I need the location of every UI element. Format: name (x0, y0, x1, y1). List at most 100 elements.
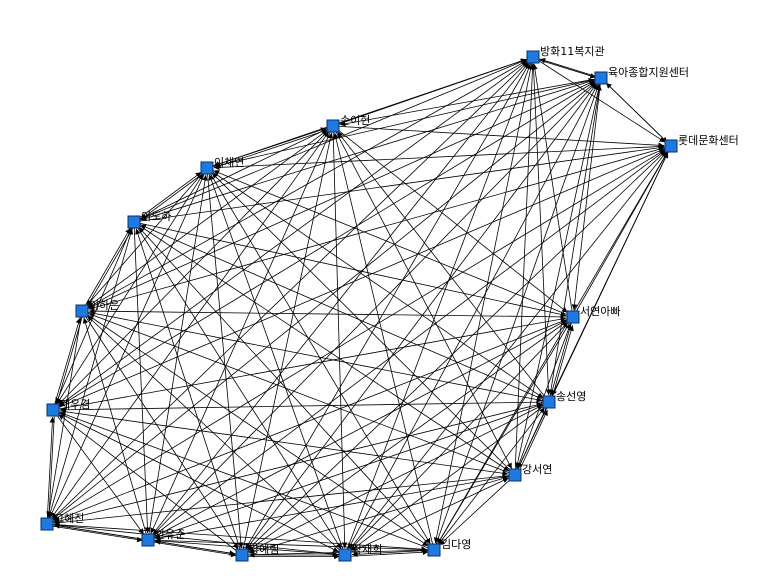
node-label: 방화11복지관 (540, 45, 605, 58)
node-n6[interactable]: 이하은 (75, 298, 119, 318)
edge-n15-n4 (213, 170, 574, 318)
edge-n9-n15 (147, 319, 567, 541)
node-n10[interactable]: 강예림 (235, 543, 279, 562)
edge-layer (46, 56, 672, 560)
node-n8[interactable]: 고혜진 (40, 512, 84, 531)
node-square[interactable] (508, 468, 522, 482)
node-square[interactable] (75, 304, 89, 318)
node-label: 육아종합지원센터 (608, 66, 689, 79)
edge-n13-n4 (211, 172, 516, 476)
node-label: 고혜진 (54, 512, 84, 525)
node-n4[interactable]: 이채연 (200, 156, 244, 175)
edge-n0-n8 (51, 56, 534, 520)
edge-n12-n14 (433, 407, 546, 551)
edge-n11-n6 (86, 315, 346, 556)
edge-n5-n4 (133, 171, 202, 223)
node-n1[interactable]: 육아종합지원센터 (594, 66, 689, 85)
node-label: 강예림 (249, 543, 279, 556)
node-label: 안유준 (155, 528, 185, 541)
edge-n4-n14 (206, 167, 544, 399)
edge-n14-n15 (550, 325, 574, 404)
edge-n6-n10 (81, 310, 239, 550)
edge-n12-n1 (433, 84, 600, 551)
node-n15[interactable]: 서연아빠 (566, 305, 620, 324)
edge-n3-n5 (140, 125, 334, 220)
edge-n1-n7 (58, 77, 602, 407)
edge-n3-n15 (332, 125, 568, 313)
edge-n15-n2 (572, 151, 668, 318)
edge-n8-n7 (46, 416, 56, 525)
edge-n2-n6 (88, 145, 672, 311)
edge-n5-n2 (133, 144, 665, 223)
edge-n6-n5 (81, 227, 131, 312)
node-square[interactable] (542, 395, 556, 409)
edge-n11-n12 (346, 549, 429, 557)
node-n9[interactable]: 안유준 (141, 528, 185, 547)
edge-n0-n12 (433, 56, 534, 544)
node-n12[interactable]: 김다영 (427, 538, 471, 557)
edge-n7-n15 (52, 316, 567, 411)
edge-n5-n7 (55, 221, 135, 404)
edge-n3-n4 (215, 127, 335, 169)
node-square[interactable] (338, 548, 352, 562)
edge-n3-n9 (150, 125, 334, 534)
node-n11[interactable]: 장재희 (338, 543, 382, 562)
node-square[interactable] (594, 71, 608, 85)
node-label: 손이현 (340, 114, 370, 127)
edge-n2-n10 (246, 145, 672, 551)
edge-n10-n9 (154, 539, 243, 556)
edge-n10-n14 (241, 404, 543, 556)
node-n7[interactable]: 제우겸 (46, 398, 90, 417)
edge-n14-n1 (548, 84, 602, 403)
edge-n14-n3 (336, 131, 550, 403)
node-square[interactable] (427, 543, 441, 557)
node-square[interactable] (664, 139, 678, 153)
node-square[interactable] (200, 161, 214, 175)
edge-n11-n8 (53, 522, 346, 556)
node-n0[interactable]: 방화11복지관 (526, 45, 605, 64)
node-square[interactable] (127, 215, 141, 229)
edge-n2-n8 (52, 145, 672, 521)
edge-n1-n11 (347, 77, 602, 550)
edge-n7-n2 (52, 148, 665, 411)
edge-n12-n7 (59, 411, 435, 551)
node-square[interactable] (46, 403, 60, 417)
edge-n0-n1 (534, 58, 596, 79)
edge-n10-n7 (58, 413, 243, 556)
edge-n11-n13 (344, 477, 509, 556)
edge-n8-n14 (46, 402, 543, 525)
edge-n5-n11 (133, 221, 342, 550)
node-label: 장재희 (352, 543, 382, 556)
node-square[interactable] (526, 50, 540, 64)
edge-n13-n0 (514, 63, 536, 476)
node-label: 제우겸 (60, 398, 90, 411)
node-square[interactable] (326, 119, 340, 133)
edge-n9-n10 (149, 541, 237, 558)
node-n5[interactable]: 이도하 (127, 209, 171, 229)
edge-n1-n2 (602, 79, 668, 143)
node-square[interactable] (141, 533, 155, 547)
node-n13[interactable]: 강서연 (508, 463, 552, 482)
node-n2[interactable]: 롯데문화센터 (664, 134, 739, 153)
edge-n15-n10 (247, 316, 574, 552)
edge-n8-n5 (46, 228, 134, 525)
edge-n0-n6 (87, 56, 534, 308)
node-n3[interactable]: 손이현 (326, 114, 370, 133)
edge-n9-n13 (147, 474, 509, 541)
edge-n11-n2 (344, 151, 667, 556)
edge-n6-n12 (81, 310, 429, 547)
edge-n3-n7 (57, 125, 334, 406)
node-square[interactable] (40, 517, 54, 531)
edge-n5-n13 (133, 221, 510, 472)
edge-n1-n0 (539, 58, 602, 79)
edge-n14-n5 (140, 224, 550, 403)
edge-n5-n15 (133, 221, 567, 318)
node-square[interactable] (566, 310, 580, 324)
edge-n7-n11 (52, 409, 339, 553)
edge-n6-n14 (81, 310, 543, 403)
node-n14[interactable]: 송선영 (542, 390, 586, 409)
node-square[interactable] (235, 548, 249, 562)
edge-n13-n12 (438, 474, 516, 546)
